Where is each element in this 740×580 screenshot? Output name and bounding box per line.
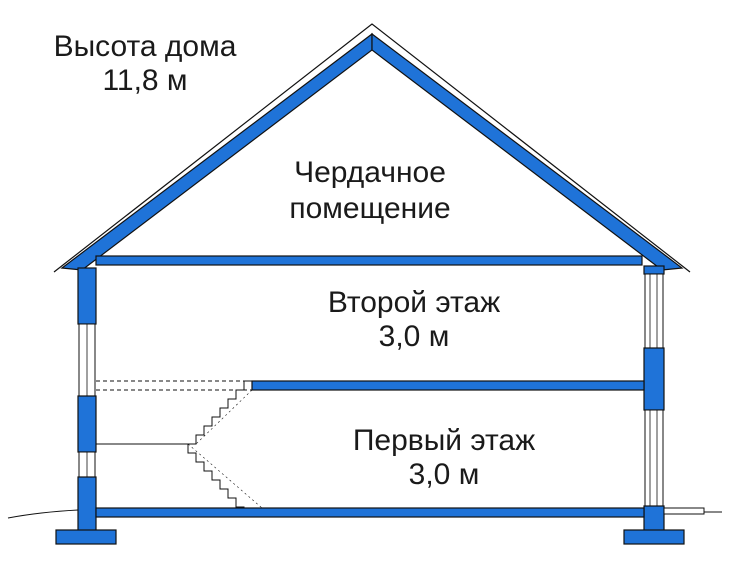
right-window-upper [644, 273, 664, 349]
left-wall-middle [77, 395, 97, 453]
ground-line [7, 509, 79, 519]
second-floor-height: 3,0 м [378, 320, 450, 353]
staircase-lower-flight [187, 444, 262, 509]
second-floor-slab [251, 380, 645, 391]
house-height-value: 11,8 м [102, 64, 188, 97]
house-height-title: Высота дома [53, 30, 237, 63]
right-step [663, 507, 705, 515]
roof-outline [53, 23, 691, 273]
second-floor-name: Второй этаж [327, 286, 501, 319]
staircase-stringer [187, 389, 263, 509]
first-floor-height: 3,0 м [408, 458, 480, 491]
right-wall-middle [643, 347, 665, 411]
right-wall-bottom [643, 505, 665, 533]
attic-floor-slab [95, 255, 643, 266]
right-wall-top [643, 265, 665, 275]
attic-label-line2: помещение [289, 192, 451, 225]
roof-right-slope [371, 32, 684, 271]
first-floor-slab [95, 507, 645, 518]
left-wall-bottom [77, 476, 97, 532]
first-floor-name: Первый этаж [352, 424, 536, 457]
right-foundation [623, 529, 685, 545]
attic-label-line1: Чердачное [294, 156, 446, 189]
left-foundation [55, 529, 117, 545]
staircase-upper-flight [188, 380, 252, 445]
right-window-lower [644, 409, 664, 507]
left-wall-top [77, 267, 97, 325]
